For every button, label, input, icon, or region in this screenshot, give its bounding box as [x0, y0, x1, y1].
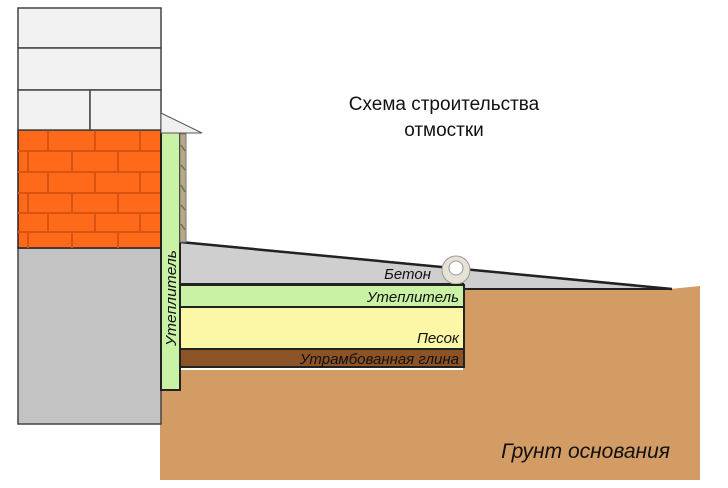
diagram-title-line-2: отмостки — [404, 120, 484, 141]
ground-label: Грунт основания — [501, 440, 670, 463]
diagram-title-line-1: Схема строительства — [349, 94, 540, 115]
drain-pipe-icon — [441, 255, 471, 285]
sand-label: Песок — [417, 330, 460, 347]
cladding-panel — [179, 133, 187, 243]
ground-layer — [160, 286, 700, 480]
brick-wall — [17, 129, 162, 249]
block-wall — [17, 7, 162, 131]
concrete-label: Бетон — [384, 266, 431, 283]
wall-insulation-label: Утеплитель — [163, 250, 180, 347]
blind-insulation-label: Утеплитель — [366, 289, 459, 306]
clay-label: Утрамбованная глина — [299, 351, 459, 368]
foundation — [17, 247, 162, 425]
flashing-icon — [160, 112, 203, 134]
slab-edge-line — [179, 240, 673, 291]
